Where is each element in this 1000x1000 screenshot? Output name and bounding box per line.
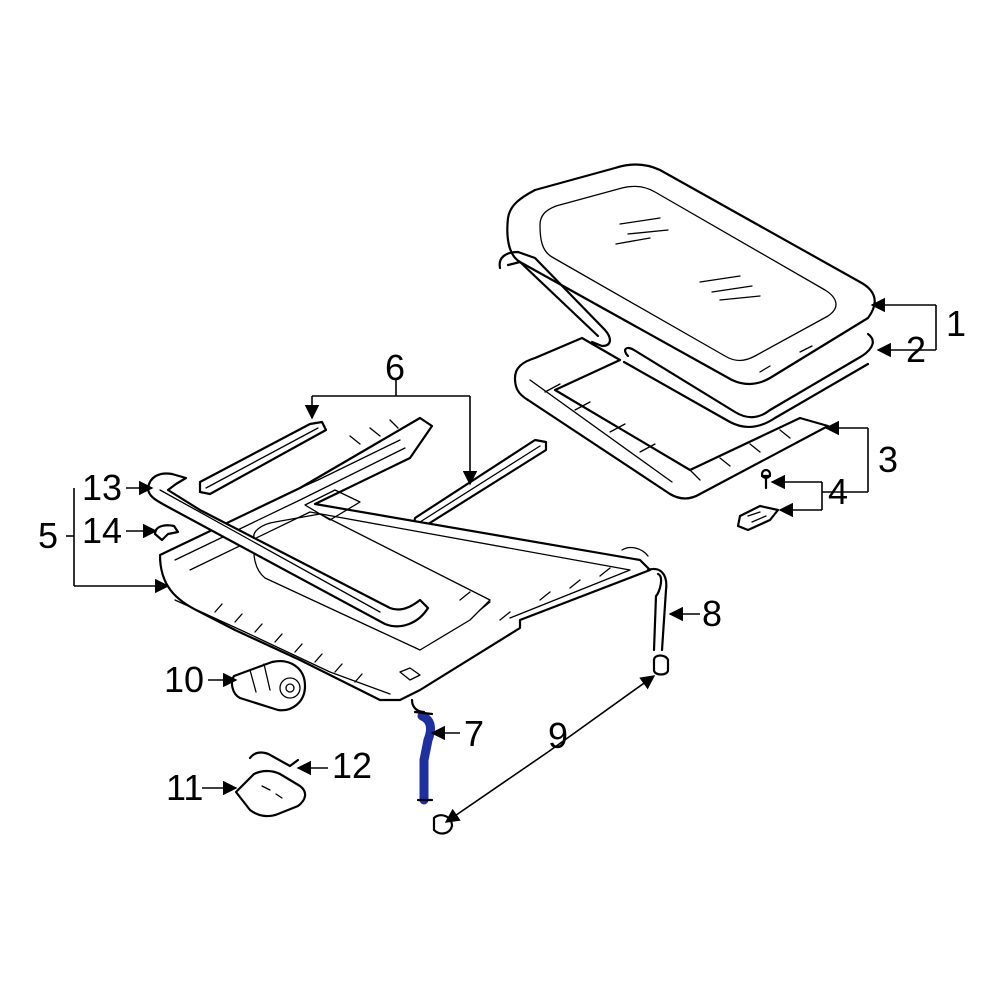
callout-4: 4 <box>828 471 848 512</box>
callout-5: 5 <box>38 515 58 556</box>
housing-clip[interactable] <box>153 524 180 542</box>
callout-10: 10 <box>164 659 204 700</box>
front-drain-hose-highlight <box>417 711 435 805</box>
sunroof-motor[interactable] <box>230 660 307 712</box>
callout-13: 13 <box>82 467 122 508</box>
front-drain-hose[interactable] <box>410 698 454 835</box>
callout-9: 9 <box>548 715 568 756</box>
rear-drain-hose[interactable] <box>646 567 670 676</box>
frame-screw[interactable] <box>760 468 772 490</box>
callout-1: 1 <box>946 303 966 344</box>
callout-7: 7 <box>464 713 484 754</box>
frame-bracket[interactable] <box>736 504 780 532</box>
callout-8: 8 <box>702 593 722 634</box>
right-guide-rail[interactable] <box>412 438 548 528</box>
wind-deflector[interactable] <box>146 472 430 628</box>
sunroof-housing[interactable] <box>158 416 652 702</box>
callout-3: 3 <box>878 439 898 480</box>
motor-cover[interactable] <box>234 769 307 818</box>
callout-14: 14 <box>82 510 122 551</box>
weatherstrip-seal[interactable] <box>498 250 874 428</box>
motor-cable[interactable] <box>248 751 300 768</box>
glass-frame[interactable] <box>513 336 830 500</box>
callout-2: 2 <box>906 329 926 370</box>
callout-labels: 1 2 3 4 5 6 7 8 9 10 11 12 13 14 <box>38 303 966 808</box>
callout-12: 12 <box>332 745 372 786</box>
callout-6: 6 <box>385 347 405 388</box>
callout-11: 11 <box>166 767 203 808</box>
left-guide-rail[interactable] <box>198 420 328 496</box>
callout-leaders <box>66 297 937 823</box>
